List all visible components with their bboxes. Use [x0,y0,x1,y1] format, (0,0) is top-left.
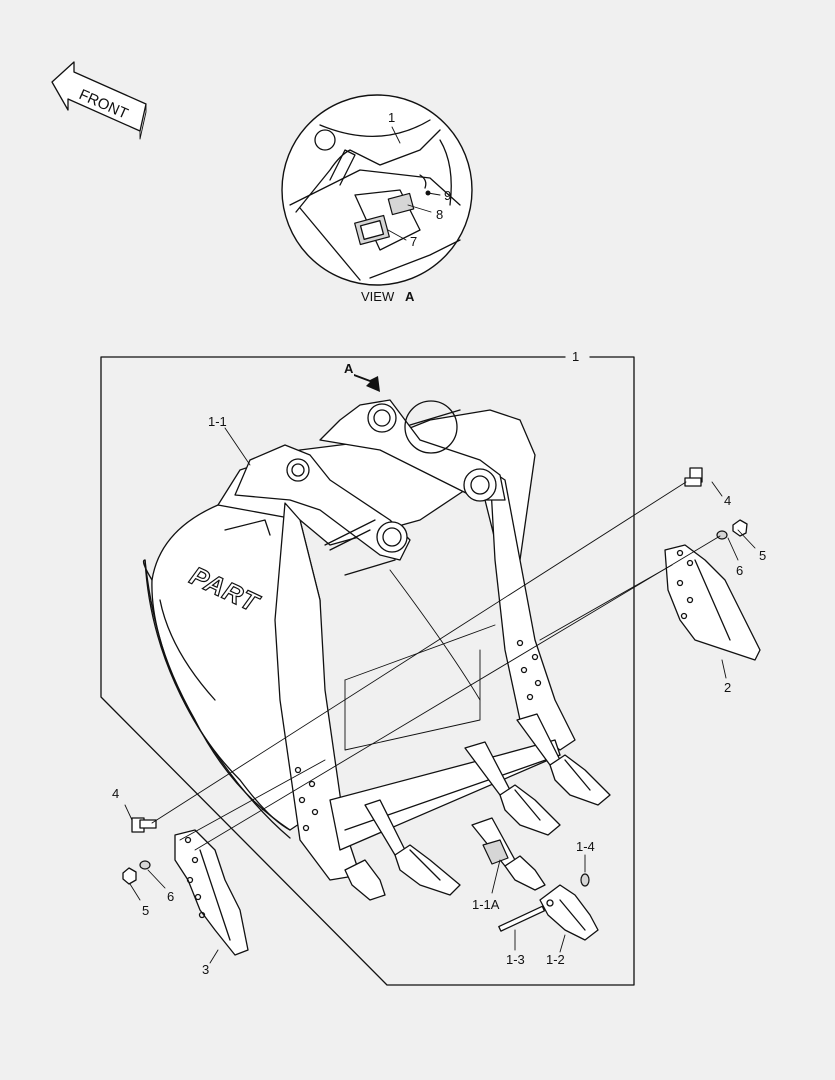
washer-left-icon [139,860,151,870]
view-a-arrow [354,374,380,392]
washer-right-icon [716,530,728,540]
bucket-body: PART [142,399,576,881]
side-cutter-right [664,467,761,661]
nut-right-icon [732,519,748,537]
detail-circle [281,94,473,286]
callout-1: 1 [572,349,579,364]
view-a-detail [281,94,473,286]
bucket-teeth [344,713,611,941]
tooth-2 [464,741,561,836]
callout-1-1a: 1-1A [472,897,500,912]
assembly-boundary [100,356,635,986]
bolt-right-icon [684,467,703,487]
callout-6-left: 6 [167,889,174,904]
callout-4-right: 4 [724,493,731,508]
view-callout-9: 9 [444,188,451,203]
tooth-left-end [344,859,386,901]
tooth-1 [364,799,461,896]
view-callout-1: 1 [388,110,395,125]
tooth-1-2-exploded [539,884,599,941]
view-callout-8: 8 [436,207,443,222]
view-a-arrow-letter: A [344,361,354,376]
leader-lines [124,427,756,964]
callout-4-left: 4 [112,786,119,801]
callout-1-2: 1-2 [546,952,565,967]
callout-5-right: 5 [759,548,766,563]
view-caption: VIEW [361,289,395,304]
callout-1-4: 1-4 [576,839,595,854]
detail-reference-circle [404,400,458,454]
callout-1-1: 1-1 [208,414,227,429]
callout-2: 2 [724,680,731,695]
bolt-left-icon [131,817,157,833]
side-cutter-left [122,817,249,956]
nut-left-icon [122,867,137,885]
callout-5-left: 5 [142,903,149,918]
view-caption-letter: A [405,289,415,304]
view-callout-7: 7 [410,234,417,249]
callout-3: 3 [202,962,209,977]
pin-1-3 [498,905,546,932]
lock-1-4 [580,873,590,887]
tooth-1-1a [471,817,546,891]
plate-8-icon [387,192,415,216]
tooth-3 [516,713,611,806]
callout-6-right: 6 [736,563,743,578]
front-arrow: FRONT [51,61,147,140]
callout-1-3: 1-3 [506,952,525,967]
